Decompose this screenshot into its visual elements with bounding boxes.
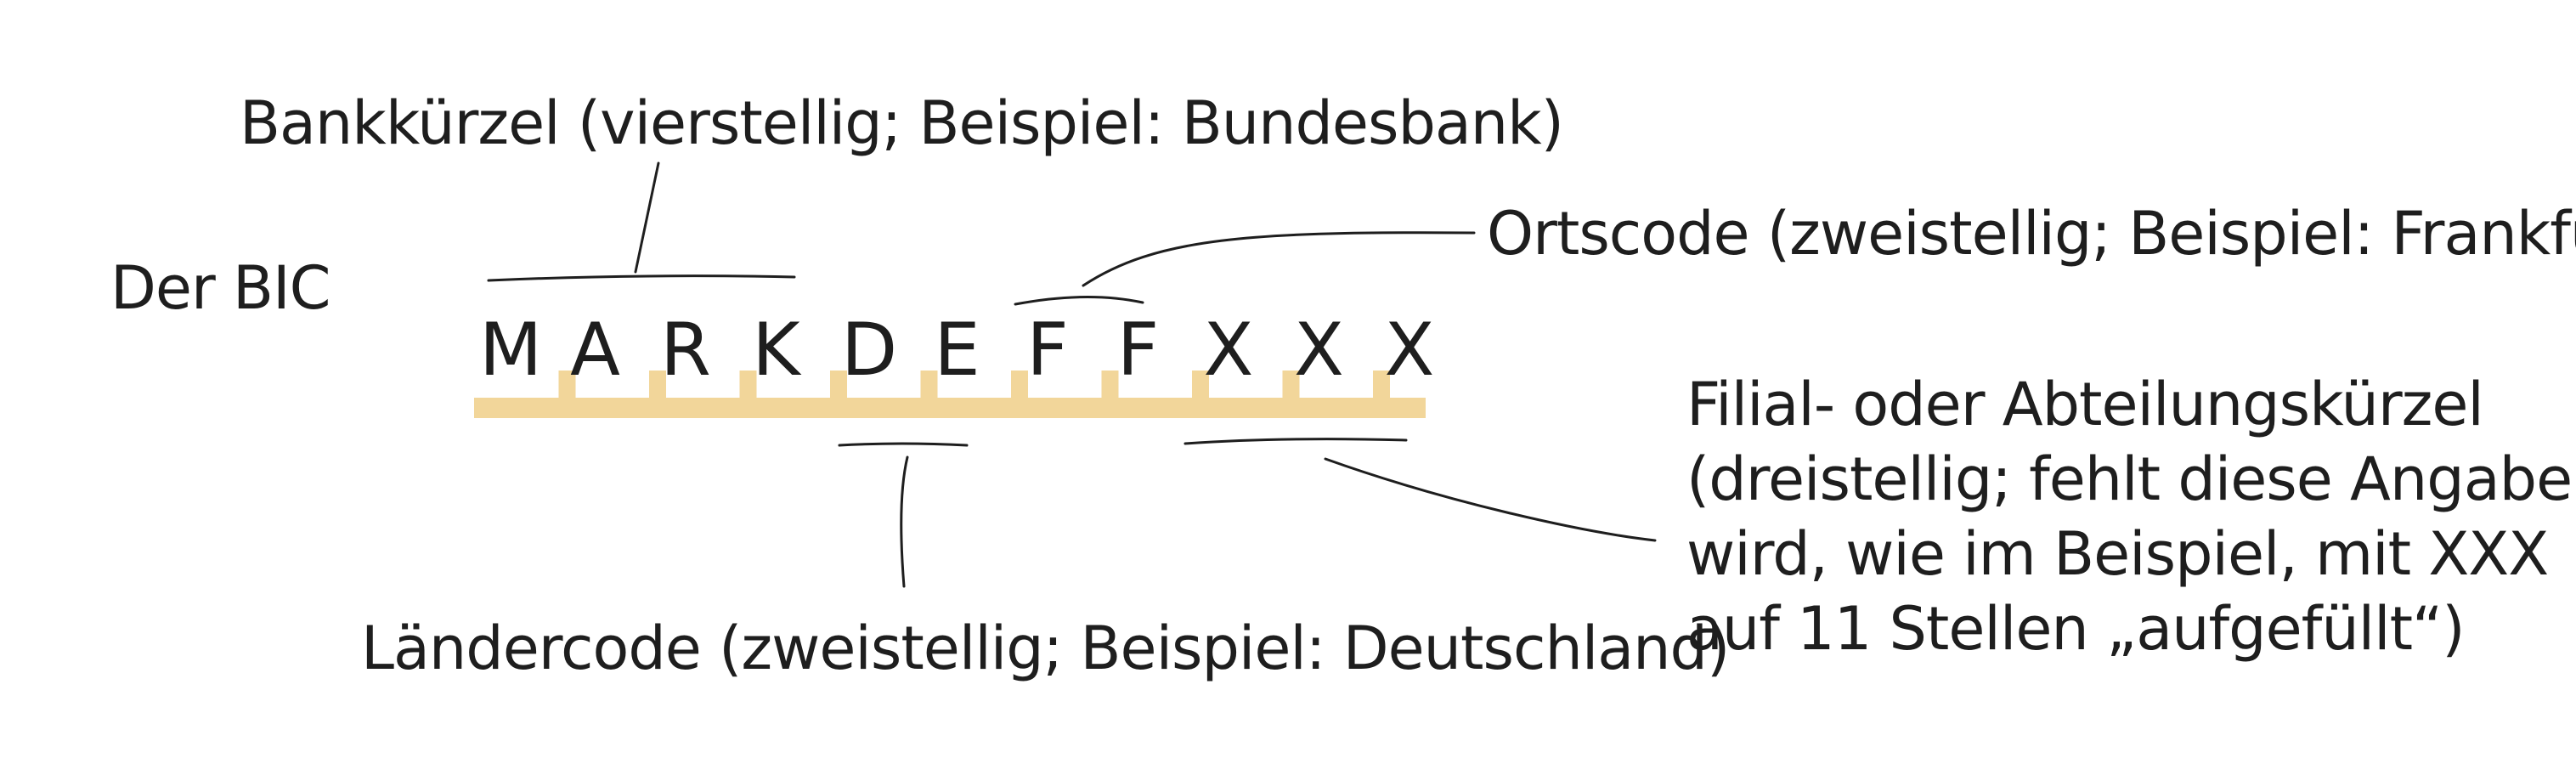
ruler-tooth bbox=[830, 371, 847, 399]
bic-character: K bbox=[752, 308, 800, 393]
ruler-tooth bbox=[1282, 371, 1300, 399]
ruler-tooth bbox=[1011, 371, 1028, 399]
branch-code-bracket bbox=[1183, 438, 1657, 542]
bank-code-leader bbox=[634, 161, 660, 274]
ruler-tooth bbox=[1192, 371, 1209, 399]
bic-character: F bbox=[1026, 308, 1069, 393]
ruler-tooth bbox=[1101, 371, 1119, 399]
location-code-overline bbox=[1014, 295, 1144, 306]
branch-code-line-4: auf 11 Stellen „aufgefüllt“) bbox=[1686, 594, 2466, 664]
character-ruler bbox=[474, 371, 1426, 418]
ruler-tooth bbox=[649, 371, 666, 399]
branch-code-underline bbox=[1183, 438, 1408, 445]
bic-character: R bbox=[660, 308, 711, 393]
location-code-label: Ortscode (zweistellig; Beispiel: Frankfu… bbox=[1487, 199, 2576, 269]
bic-character: X bbox=[1294, 308, 1344, 393]
bank-code-label: Bankkürzel (vierstellig; Beispiel: Bunde… bbox=[240, 88, 1564, 158]
branch-code-line-2: (dreistellig; fehlt diese Angabe, bbox=[1686, 444, 2576, 514]
location-code-bracket bbox=[1014, 231, 1476, 306]
branch-code-label: Filial- oder Abteilungskürzel (dreistell… bbox=[1686, 367, 2576, 666]
branch-code-line-1: Filial- oder Abteilungskürzel bbox=[1686, 370, 2484, 439]
bic-character: F bbox=[1116, 308, 1160, 393]
ruler-bar bbox=[474, 398, 1426, 418]
ruler-tooth bbox=[920, 371, 938, 399]
country-code-label: Ländercode (zweistellig; Beispiel: Deuts… bbox=[361, 614, 1730, 683]
country-code-underline bbox=[838, 442, 969, 447]
bic-character: X bbox=[1203, 308, 1254, 393]
bic-character: D bbox=[841, 308, 898, 393]
ruler-teeth bbox=[558, 371, 1390, 399]
location-code-leader bbox=[1082, 231, 1476, 287]
ruler-tooth bbox=[1373, 371, 1390, 399]
ruler-tooth bbox=[558, 371, 576, 399]
branch-code-line-3: wird, wie im Beispiel, mit XXX bbox=[1686, 519, 2549, 589]
bic-character: E bbox=[934, 308, 980, 393]
bank-code-underline bbox=[487, 274, 796, 282]
country-code-bracket bbox=[838, 442, 969, 588]
country-code-leader bbox=[900, 455, 909, 588]
branch-code-leader bbox=[1324, 457, 1657, 542]
diagram-title: Der BIC bbox=[110, 253, 331, 323]
bic-character: M bbox=[479, 308, 543, 393]
bic-character: A bbox=[570, 308, 620, 393]
ruler-tooth bbox=[739, 371, 757, 399]
bic-character: X bbox=[1384, 308, 1435, 393]
bank-code-bracket bbox=[487, 161, 796, 282]
